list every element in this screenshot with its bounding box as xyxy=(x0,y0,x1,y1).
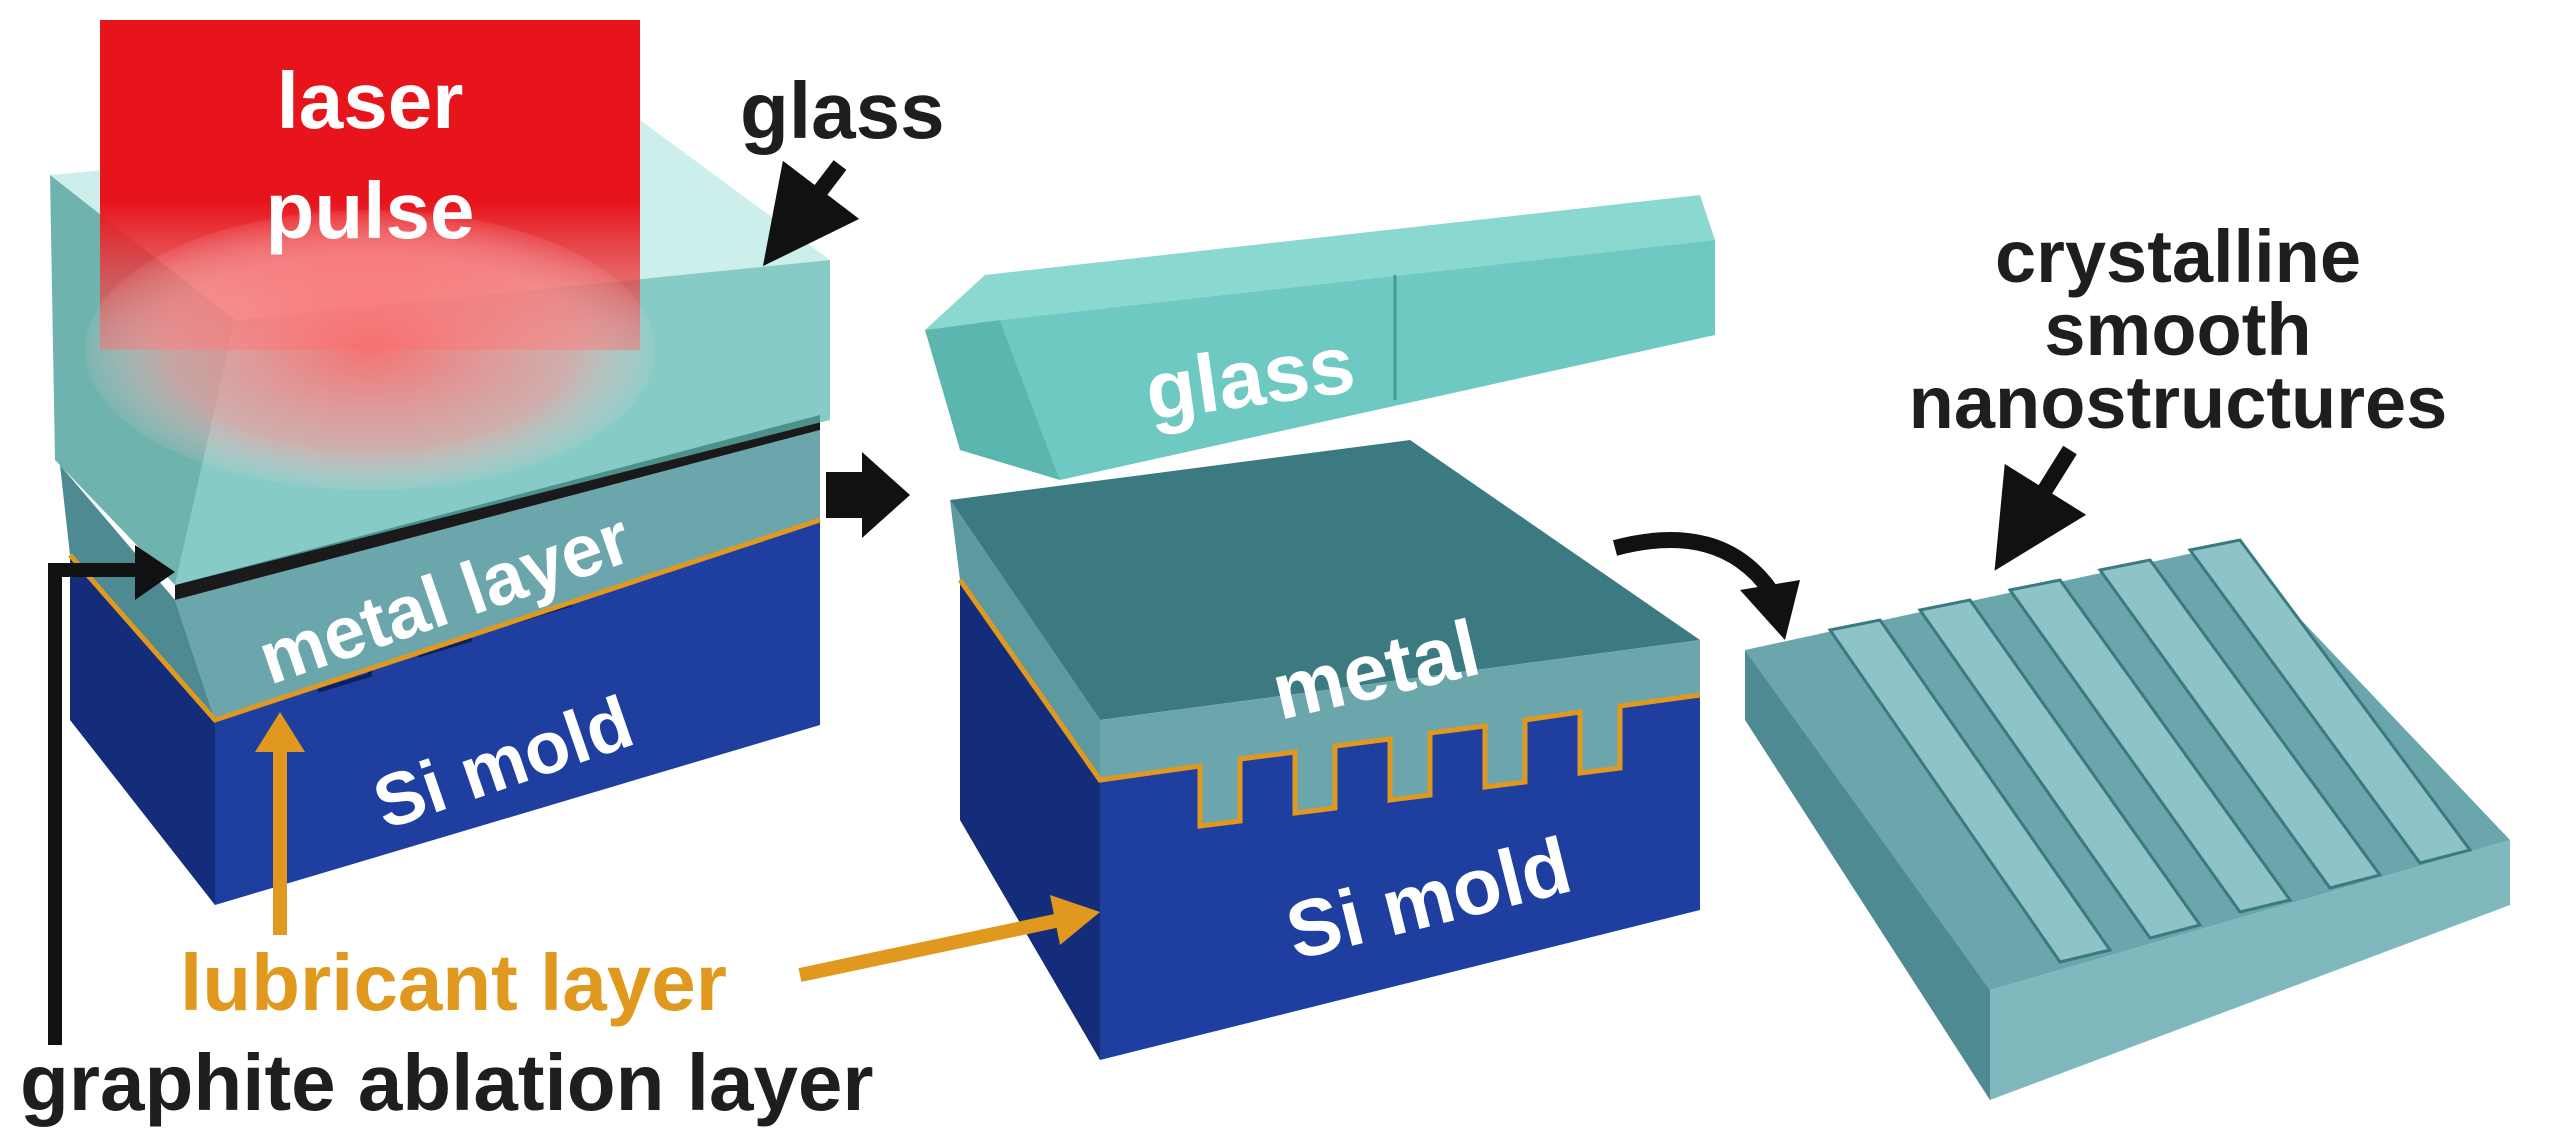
lubricant-pointer-up-head xyxy=(255,712,305,752)
nano-base-side xyxy=(1745,650,1990,1100)
process-arrow-1 xyxy=(826,452,910,538)
left-stack: laser pulse metal layer Si mold xyxy=(50,20,830,905)
left-metal-layer-front xyxy=(175,430,820,720)
lubricant-pointer-right-head xyxy=(1050,895,1100,945)
right-nanostructure xyxy=(1745,538,2510,1100)
middle-stack: metal Si mold xyxy=(950,440,1701,1060)
process-arrow-2-head xyxy=(1740,580,1800,640)
graphite-pointer-head xyxy=(135,545,175,600)
nano-ridge-3 xyxy=(2007,578,2293,914)
middle-metal-side xyxy=(950,500,1100,780)
middle-metal-front xyxy=(1100,640,1700,826)
middle-glass-bar: glass xyxy=(925,195,1715,480)
left-si-mold-side xyxy=(70,555,215,905)
nano-ridge-4 xyxy=(2097,558,2383,890)
laser-label-line2: pulse xyxy=(266,166,475,255)
crystalline-label-line2: smooth xyxy=(2044,288,2311,371)
lubricant-pointer-right xyxy=(798,913,1062,982)
nano-ridge-5 xyxy=(2187,538,2473,865)
nano-ridge-2 xyxy=(1917,598,2203,940)
nano-base-front xyxy=(1990,840,2510,1100)
middle-glass-top xyxy=(925,195,1715,330)
laser-label-line1: laser xyxy=(277,56,464,145)
middle-si-mold-front xyxy=(1100,695,1700,1060)
glass-top-arrow xyxy=(762,160,860,267)
middle-glass-side xyxy=(925,320,1060,480)
glass-top-label: glass xyxy=(740,66,945,155)
process-arrow-2 xyxy=(1612,532,1777,595)
crystalline-label-line1: crystalline xyxy=(1995,215,2361,298)
left-lubricant-line xyxy=(68,517,821,723)
graphite-label: graphite ablation layer xyxy=(20,1038,874,1127)
middle-lubricant-line xyxy=(957,578,1701,829)
crystalline-arrow xyxy=(1994,445,2087,571)
crystalline-label-line3: nanostructures xyxy=(1909,361,2448,444)
nano-ridge-1 xyxy=(1827,618,2113,964)
graphite-pointer xyxy=(48,563,140,1045)
left-si-mold-front xyxy=(215,505,820,905)
lubricant-label: lubricant layer xyxy=(180,938,727,1027)
middle-metal-top xyxy=(950,440,1700,720)
laser-glow xyxy=(85,210,655,490)
nano-ridges xyxy=(1827,538,2473,964)
middle-glass-front xyxy=(1000,240,1715,480)
